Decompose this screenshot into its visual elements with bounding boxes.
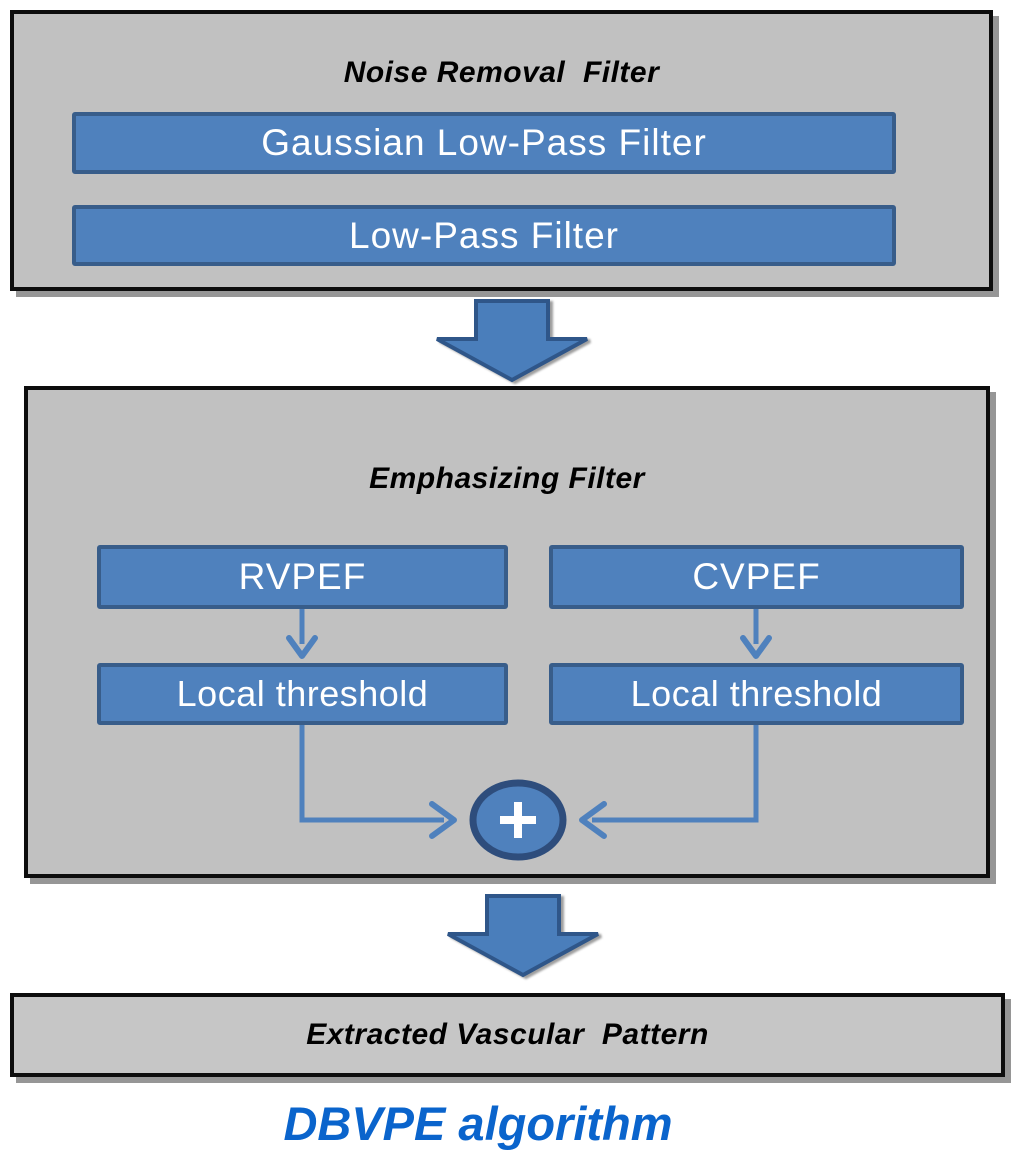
extracted-vascular-pattern-box: Extracted Vascular Pattern <box>10 993 1005 1077</box>
low-pass-filter-box: Low-Pass Filter <box>72 205 896 266</box>
cvpef-label: CVPEF <box>692 556 821 597</box>
rvpef-label: RVPEF <box>238 556 367 597</box>
plus-icon <box>500 802 536 838</box>
rvpef-to-threshold-arrow <box>286 609 318 659</box>
right-threshold-to-merge-arrow <box>579 725 759 839</box>
cvpef-box: CVPEF <box>549 545 964 609</box>
left-threshold-to-merge-arrow <box>299 725 457 839</box>
down-arrow-icon <box>447 894 599 978</box>
noise-removal-filter-panel: Noise Removal Filter Gaussian Low-Pass F… <box>10 10 993 291</box>
local-threshold-right-label: Local threshold <box>630 673 883 714</box>
noise-removal-filter-title: Noise Removal Filter <box>343 56 660 89</box>
gaussian-low-pass-filter-label: Gaussian Low-Pass Filter <box>261 122 707 163</box>
local-threshold-left-box: Local threshold <box>97 663 508 725</box>
connector-wires <box>286 609 772 861</box>
down-arrow-icon <box>436 299 588 383</box>
rvpef-box: RVPEF <box>97 545 508 609</box>
gaussian-low-pass-filter-box: Gaussian Low-Pass Filter <box>72 112 896 174</box>
dbvpe-algorithm-caption: DBVPE algorithm <box>283 1097 673 1150</box>
low-pass-filter-label: Low-Pass Filter <box>349 214 619 256</box>
emphasizing-filter-panel: Emphasizing Filter <box>24 386 990 878</box>
emphasizing-filter-title: Emphasizing Filter <box>369 462 645 495</box>
local-threshold-right-box: Local threshold <box>549 663 964 725</box>
merge-plus-node <box>469 779 567 861</box>
local-threshold-left-label: Local threshold <box>176 673 429 714</box>
extracted-vascular-pattern-title: Extracted Vascular Pattern <box>306 1018 709 1051</box>
cvpef-to-threshold-arrow <box>740 609 772 659</box>
